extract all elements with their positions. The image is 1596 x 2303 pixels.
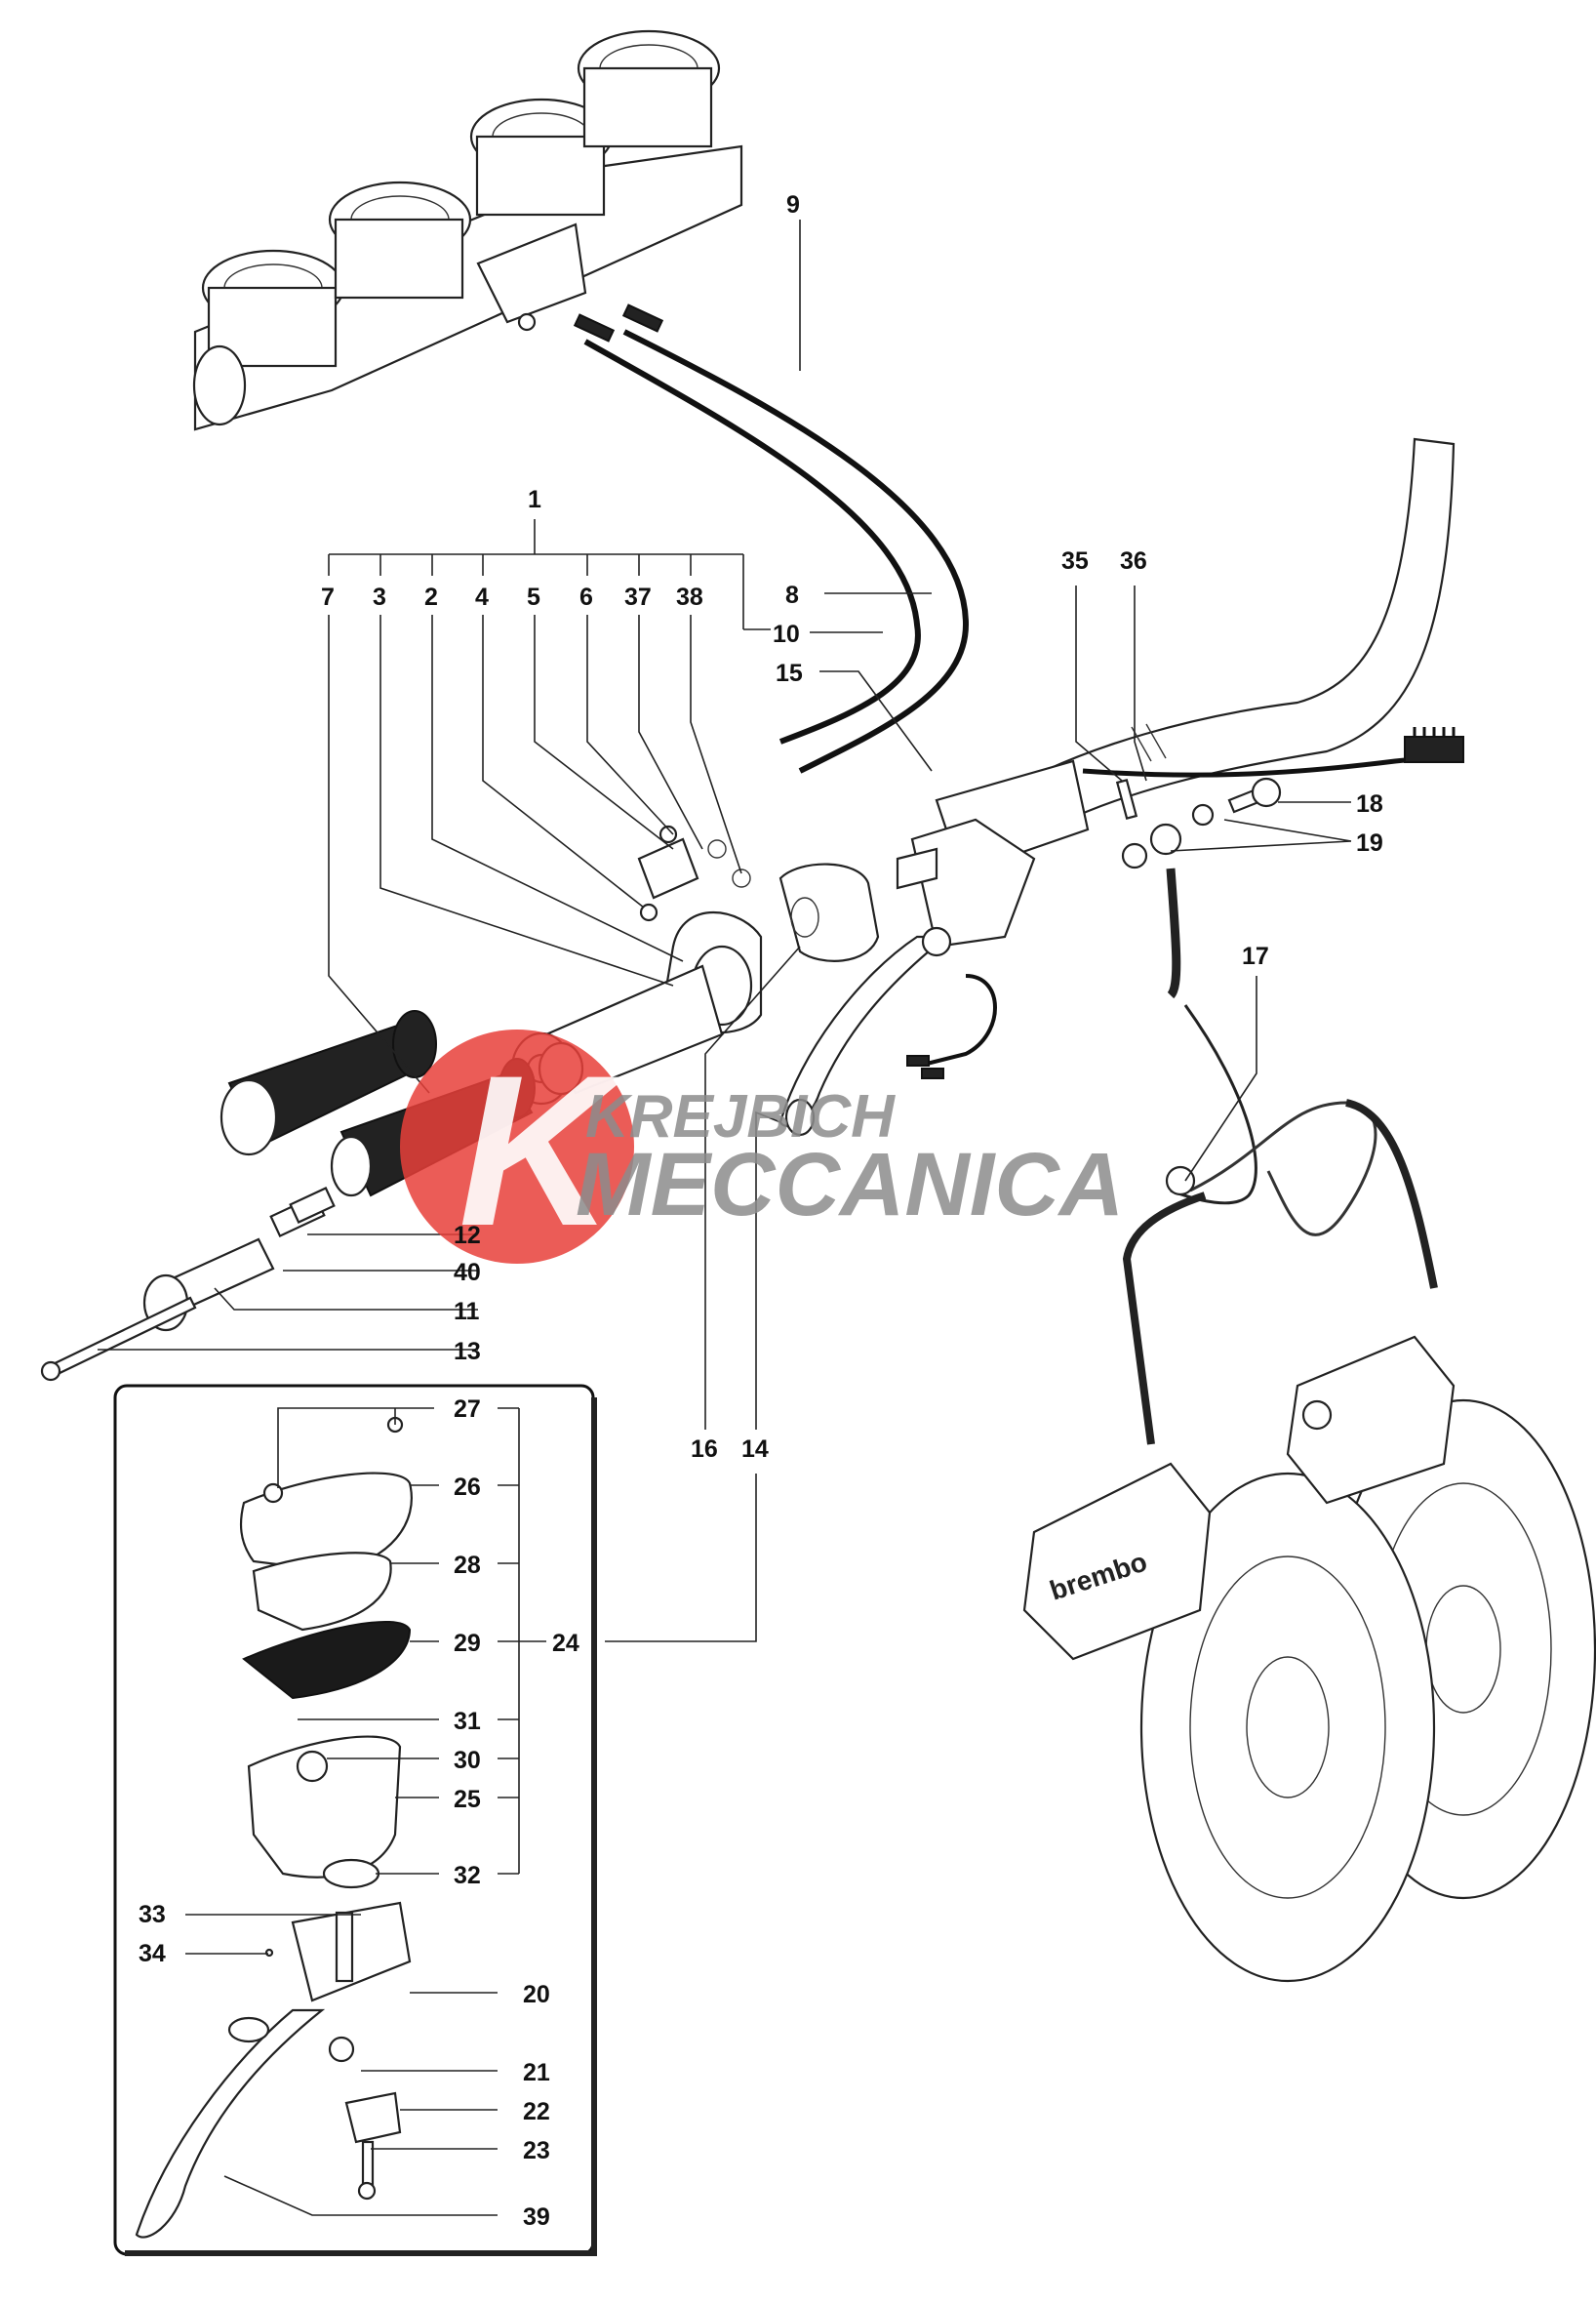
label-part-8: 8 <box>785 582 799 609</box>
inset-box <box>113 1384 597 2256</box>
watermark-line2: MECCANICA <box>576 1135 1124 1234</box>
brake-hoses <box>1122 868 1438 1445</box>
reservoir-cover <box>239 1416 413 1889</box>
label-part-40: 40 <box>454 1259 481 1286</box>
label-part-11: 11 <box>454 1298 480 1325</box>
caliper-front: brembo <box>1022 1462 1212 1661</box>
label-part-25: 25 <box>454 1786 481 1813</box>
label-part-27: 27 <box>454 1395 481 1423</box>
label-part-29: 29 <box>454 1630 481 1657</box>
label-part-21: 21 <box>523 2059 550 2086</box>
label-part-7: 7 <box>321 584 335 611</box>
label-part-14: 14 <box>741 1435 769 1463</box>
label-part-13: 13 <box>454 1338 481 1365</box>
label-part-2: 2 <box>424 584 438 611</box>
label-part-17: 17 <box>1242 943 1269 970</box>
label-part-30: 30 <box>454 1747 481 1774</box>
bar-end-parts <box>40 1187 336 1382</box>
label-part-38: 38 <box>676 584 703 611</box>
label-part-10: 10 <box>773 621 800 648</box>
caliper-rear <box>1286 1335 1456 1505</box>
label-part-37: 37 <box>624 584 652 611</box>
label-part-35: 35 <box>1061 547 1089 575</box>
label-part-33: 33 <box>139 1901 166 1928</box>
throttle-body-assembly <box>192 29 743 431</box>
label-part-16: 16 <box>691 1435 718 1463</box>
label-part-1: 1 <box>528 486 541 513</box>
label-part-6: 6 <box>579 584 593 611</box>
label-part-9: 9 <box>786 191 800 219</box>
watermark-logo-letter: K <box>459 1030 627 1271</box>
label-part-12: 12 <box>454 1222 481 1249</box>
label-part-36: 36 <box>1120 547 1147 575</box>
watermark: K KREJBICH MECCANICA <box>400 1030 1124 1271</box>
part-labels: 9 1 7 3 2 4 5 6 37 38 8 10 15 35 36 18 1… <box>139 191 1383 2231</box>
label-part-34: 34 <box>139 1940 166 1967</box>
watermark-line1: KREJBICH <box>585 1083 896 1151</box>
switch-cube <box>778 863 880 962</box>
label-part-5: 5 <box>527 584 540 611</box>
label-part-19: 19 <box>1356 829 1383 857</box>
label-part-23: 23 <box>523 2137 550 2164</box>
label-part-20: 20 <box>523 1981 550 2008</box>
label-part-39: 39 <box>523 2203 550 2231</box>
watermark-logo-circle <box>400 1030 634 1264</box>
label-part-31: 31 <box>454 1708 481 1735</box>
inset-master-cylinder <box>135 1901 412 2239</box>
throttle-cables <box>573 303 970 774</box>
label-part-18: 18 <box>1356 790 1383 818</box>
brake-master-cylinder <box>778 759 1090 1137</box>
label-part-15: 15 <box>776 660 803 687</box>
label-part-28: 28 <box>454 1552 481 1579</box>
brake-disc-front <box>1139 1472 1436 1983</box>
banjo-bolt-washers <box>1115 777 1282 869</box>
label-part-4: 4 <box>475 584 489 611</box>
leader-lines <box>98 220 1352 2216</box>
label-part-32: 32 <box>454 1862 481 1889</box>
label-part-3: 3 <box>373 584 386 611</box>
handlebar <box>974 437 1464 851</box>
label-part-24: 24 <box>552 1630 579 1657</box>
switch-wires <box>906 974 997 1079</box>
label-part-22: 22 <box>523 2098 550 2125</box>
label-part-26: 26 <box>454 1474 481 1501</box>
